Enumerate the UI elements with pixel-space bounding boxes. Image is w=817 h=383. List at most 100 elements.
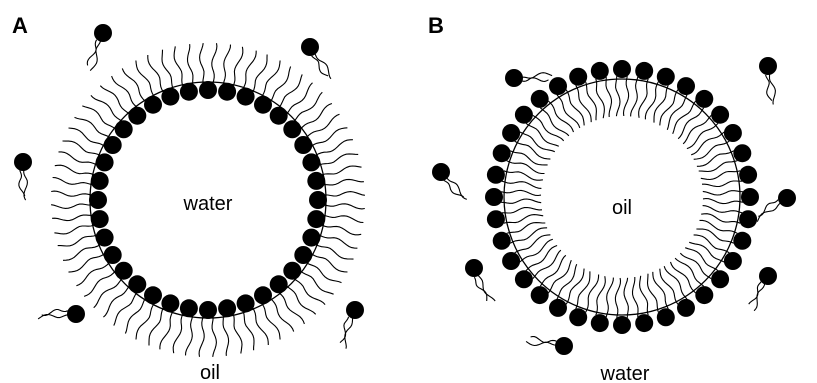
surfactant-tail	[149, 308, 163, 345]
surfactant-tail	[223, 316, 229, 356]
surfactant-tail	[699, 161, 738, 172]
surfactant-head	[677, 299, 695, 317]
surfactant-tail	[100, 86, 129, 114]
surfactant-tail	[322, 166, 361, 175]
surfactant-tail	[200, 43, 204, 83]
free-surfactant-tail	[749, 282, 762, 305]
surfactant-head	[613, 60, 631, 78]
surfactant-tail	[188, 44, 193, 84]
surfactant-head	[128, 107, 146, 125]
surfactant-tail	[645, 82, 658, 120]
surfactant-tail	[697, 151, 734, 167]
free-surfactant-tail	[87, 40, 96, 66]
surfactant-tail	[502, 208, 542, 214]
surfactant-tail	[233, 47, 243, 86]
free-surfactant-tail	[474, 277, 486, 301]
surfactant-tail	[271, 299, 294, 332]
free-surfactant-head	[465, 259, 483, 277]
surfactant-tail	[664, 266, 687, 299]
surfactant-tail	[689, 242, 724, 262]
surfactant-head	[569, 308, 587, 326]
surfactant-tail	[678, 108, 704, 139]
surfactant-head	[254, 286, 272, 304]
surfactant-tail	[94, 279, 122, 308]
free-surfactant-head	[505, 69, 523, 87]
surfactant-tail	[660, 90, 678, 126]
surfactant-tail	[504, 215, 543, 224]
surfactant-head	[218, 83, 236, 101]
free-surfactant-head	[94, 24, 112, 42]
surfactant-tail	[633, 277, 639, 317]
surfactant-tail	[287, 286, 316, 314]
surfactant-head	[199, 301, 217, 319]
surfactant-tail	[301, 104, 332, 129]
surfactant-head	[724, 124, 742, 142]
surfactant-head	[493, 144, 511, 162]
surfactant-head	[96, 153, 114, 171]
surfactant-head	[180, 83, 198, 101]
surfactant-head	[180, 299, 198, 317]
surfactant-head	[657, 308, 675, 326]
surfactant-tail	[667, 95, 687, 130]
surfactant-head	[635, 62, 653, 80]
surfactant-head	[115, 262, 133, 280]
panel-a-letter: A	[12, 13, 28, 38]
surfactant-tail	[615, 278, 620, 318]
surfactant-tail	[307, 263, 342, 283]
surfactant-tail	[501, 190, 541, 195]
surfactant-tail	[520, 132, 555, 152]
surfactant-head	[531, 90, 549, 108]
surfactant-tail	[186, 316, 193, 355]
surfactant-tail	[701, 171, 740, 180]
surfactant-tail	[624, 76, 629, 116]
surfactant-tail	[51, 204, 91, 208]
surfactant-head	[270, 275, 288, 293]
surfactant-head	[270, 107, 288, 125]
free-surfactant-tail	[312, 56, 329, 76]
surfactant-head	[128, 275, 146, 293]
surfactant-tail	[680, 253, 711, 279]
surfactant-head	[485, 188, 503, 206]
surfactant-head	[283, 262, 301, 280]
surfactant-tail	[540, 255, 566, 286]
surfactant-tail	[173, 314, 183, 353]
surfactant-head	[254, 96, 272, 114]
surfactant-head	[487, 166, 505, 184]
surfactant-tail	[324, 179, 364, 185]
surfactant-head	[741, 188, 759, 206]
surfactant-tail	[324, 215, 363, 222]
surfactant-tail	[606, 278, 613, 317]
surfactant-tail	[700, 220, 738, 233]
surfactant-tail	[596, 79, 605, 118]
surfactant-tail	[624, 278, 628, 318]
surfactant-tail	[566, 269, 584, 305]
surfactant-head	[218, 299, 236, 317]
surfactant-tail	[63, 141, 100, 155]
surfactant-tail	[122, 68, 145, 101]
free-surfactant-tail	[315, 53, 331, 78]
surfactant-head	[502, 252, 520, 270]
surfactant-tail	[501, 199, 541, 203]
surfactant-tail	[279, 293, 304, 324]
surfactant-tail	[52, 215, 92, 221]
surfactant-head	[549, 299, 567, 317]
surfactant-tail	[125, 299, 145, 334]
surfactant-tail	[55, 165, 94, 175]
surfactant-head	[515, 106, 533, 124]
surfactant-head	[104, 246, 122, 264]
surfactant-tail	[51, 191, 91, 196]
surfactant-tail	[243, 51, 256, 89]
panel-b-inner-label: oil	[612, 197, 632, 219]
surfactant-tail	[54, 225, 93, 234]
surfactant-tail	[515, 141, 551, 159]
surfactant-tail	[69, 128, 105, 146]
surfactant-head	[733, 144, 751, 162]
surfactant-head	[733, 232, 751, 250]
surfactant-tail	[307, 114, 340, 137]
panel-b-letter: B	[428, 13, 444, 38]
surfactant-tail	[212, 317, 216, 357]
surfactant-head	[591, 314, 609, 332]
free-surfactant-head	[67, 305, 85, 323]
surfactant-tail	[660, 269, 678, 305]
